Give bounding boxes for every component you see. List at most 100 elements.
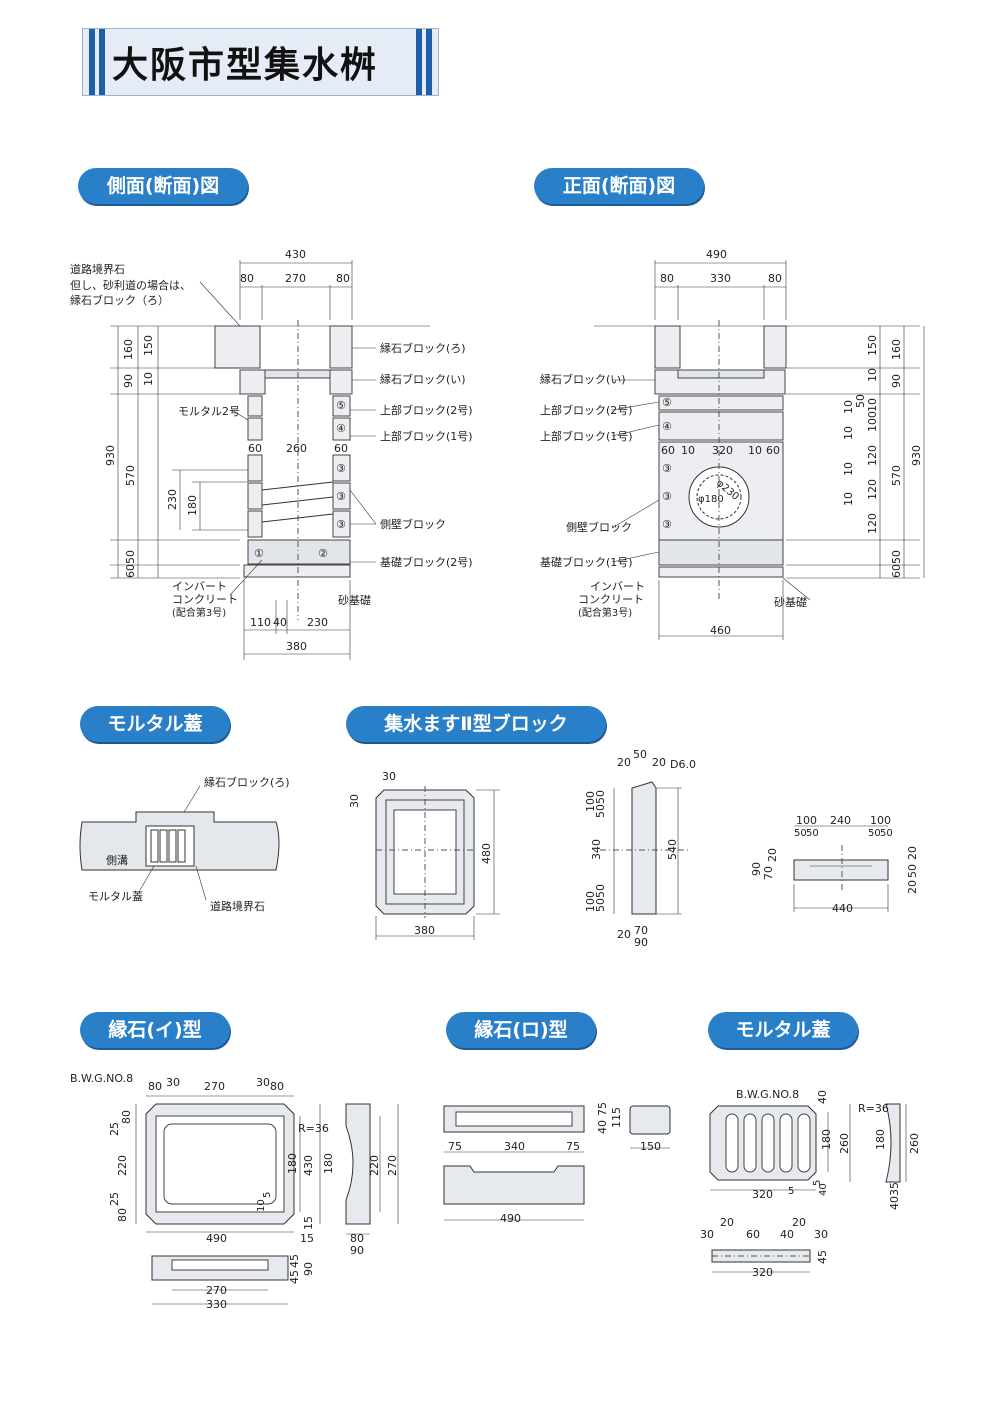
side-dim-270: 270 — [285, 272, 306, 285]
page-title: 大阪市型集水桝 — [112, 45, 379, 86]
side-note2: 但し、砂利道の場合は、 — [70, 278, 191, 292]
front-in-10b: 10 — [748, 444, 762, 457]
ci-top-4: 80 — [270, 1080, 284, 1093]
ci-top-3: 30 — [256, 1076, 270, 1089]
ci-plan-1: 330 — [206, 1298, 227, 1311]
side-num-5: ⑤ — [336, 399, 346, 412]
ml2-plan-0: 45 — [816, 1250, 829, 1264]
ml2-pt-5: 30 — [814, 1228, 828, 1241]
front-dim-10b: 10 — [866, 398, 879, 412]
blk2-b-0: 50 — [633, 748, 647, 761]
front-label-0: 縁石ブロック(い) — [540, 372, 626, 386]
front-dim-120a: 120 — [866, 445, 879, 466]
front-label-5: 砂基礎 — [774, 596, 807, 609]
front-invert1: インバート — [590, 580, 645, 593]
front-dim-100: 100 — [866, 411, 879, 432]
pill-side-section: 側面(断面)図 — [78, 168, 248, 204]
front-dim-490: 490 — [706, 248, 727, 261]
front-num-3c: ③ — [662, 518, 672, 531]
front-dim-160: 160 — [890, 339, 903, 360]
ci-bottom: 490 — [206, 1232, 227, 1245]
front-in-10a: 10 — [681, 444, 695, 457]
blk2-b-11: 50 — [594, 898, 607, 912]
ml2-9: 5 — [812, 1180, 823, 1186]
pill-curb-i: 縁石(イ)型 — [80, 1012, 230, 1048]
blk2-c-9: 20 — [766, 848, 779, 862]
cro-7: 490 — [500, 1212, 521, 1225]
blk2-c-2: 100 — [870, 814, 891, 827]
blk2-b-5: 50 — [594, 790, 607, 804]
ml2-7: 5 — [788, 1186, 794, 1197]
side-num-3a: ③ — [336, 462, 346, 475]
cro-3: 75 — [448, 1140, 462, 1153]
ci-top-1: 30 — [166, 1076, 180, 1089]
blk2-b-12: 20 — [617, 928, 631, 941]
blk2-b-13: 70 — [634, 924, 648, 937]
side-invert3: (配合第3号) — [172, 606, 226, 619]
side-label-6: 砂基礎 — [338, 594, 371, 607]
mortar-lid1-drawing — [79, 785, 280, 901]
side-dim-10: 10 — [142, 372, 155, 386]
side-label-1: 縁石ブロック(い) — [380, 372, 466, 386]
side-label-4: 側壁ブロック — [380, 517, 446, 531]
side-dim-90: 90 — [122, 374, 135, 388]
side-invert2: コンクリート — [172, 593, 238, 606]
front-dim-120b: 120 — [866, 479, 879, 500]
front-in-60b: 60 — [766, 444, 780, 457]
ci-side-3: 90 — [350, 1244, 364, 1257]
blk2-b-9: 100 — [584, 891, 597, 912]
pill-front-section: 正面(断面)図 — [534, 168, 704, 204]
blk2-b-2: 20 — [652, 756, 666, 769]
front-dim-10c: 10 — [842, 400, 855, 414]
side-dim-80b: 80 — [336, 272, 350, 285]
ci-top-0: 80 — [148, 1080, 162, 1093]
block2-drawing — [375, 781, 889, 940]
side-in-260: 260 — [286, 442, 307, 455]
blk2-c-12: 20 — [906, 880, 919, 894]
side-num-3b: ③ — [336, 490, 346, 503]
ci-plan-2: 45 — [288, 1254, 301, 1268]
side-num-1: ① — [254, 547, 264, 560]
ci-right-6: 5 — [262, 1192, 273, 1198]
side-label-3: 上部ブロック(1号) — [380, 429, 473, 443]
ml2-pt-2: 60 — [746, 1228, 760, 1241]
lid1-boundary: 道路境界石 — [210, 899, 265, 913]
front-dim-150: 150 — [866, 335, 879, 356]
side-dim-230: 230 — [166, 489, 179, 510]
pill-curb-ro: 縁石(ロ)型 — [446, 1012, 596, 1048]
blk2-a-30a: 30 — [382, 770, 396, 783]
front-dim-10f: 10 — [842, 492, 855, 506]
front-dim-460: 460 — [710, 624, 731, 637]
side-invert1: インバート — [172, 580, 227, 593]
pill-mortar-lid-2: モルタル蓋 — [708, 1012, 858, 1048]
blk2-b-3: D6.0 — [670, 758, 696, 771]
blk2-b-7: 340 — [590, 839, 603, 860]
blk2-a-480: 480 — [480, 843, 493, 864]
ci-side-2: 80 — [350, 1232, 364, 1245]
side-dim-570: 570 — [124, 465, 137, 486]
cro-6: 150 — [640, 1140, 661, 1153]
ml2-4: 180 — [874, 1129, 887, 1150]
title-box — [82, 28, 439, 96]
cro-2: 115 — [610, 1107, 623, 1128]
lid1-curb: 縁石ブロック(ろ) — [204, 775, 290, 789]
pill-block2: 集水ますⅡ型ブロック — [346, 706, 606, 742]
front-phi180: φ180 — [698, 494, 724, 505]
blk2-c-11: 50 — [906, 864, 919, 878]
side-dim-180: 180 — [186, 495, 199, 516]
front-dim-330: 330 — [710, 272, 731, 285]
front-label-2: 上部ブロック(1号) — [540, 429, 633, 443]
front-dim-50b: 50 — [890, 550, 903, 564]
blk2-c-4: 50 — [806, 828, 819, 839]
front-num-4: ④ — [662, 420, 672, 433]
front-dim-120c: 120 — [866, 513, 879, 534]
side-dim-50: 50 — [124, 550, 137, 564]
ml2-8: 40 — [818, 1183, 829, 1196]
ci-right-3: 180 — [322, 1153, 335, 1174]
title-bar-right — [416, 29, 422, 95]
ml2-pt-1: 20 — [720, 1216, 734, 1229]
front-dim-570: 570 — [890, 465, 903, 486]
ci-side-0: 220 — [368, 1155, 381, 1176]
ml2-1: R=36 — [858, 1102, 889, 1115]
ci-right-4: 15 — [300, 1232, 314, 1245]
